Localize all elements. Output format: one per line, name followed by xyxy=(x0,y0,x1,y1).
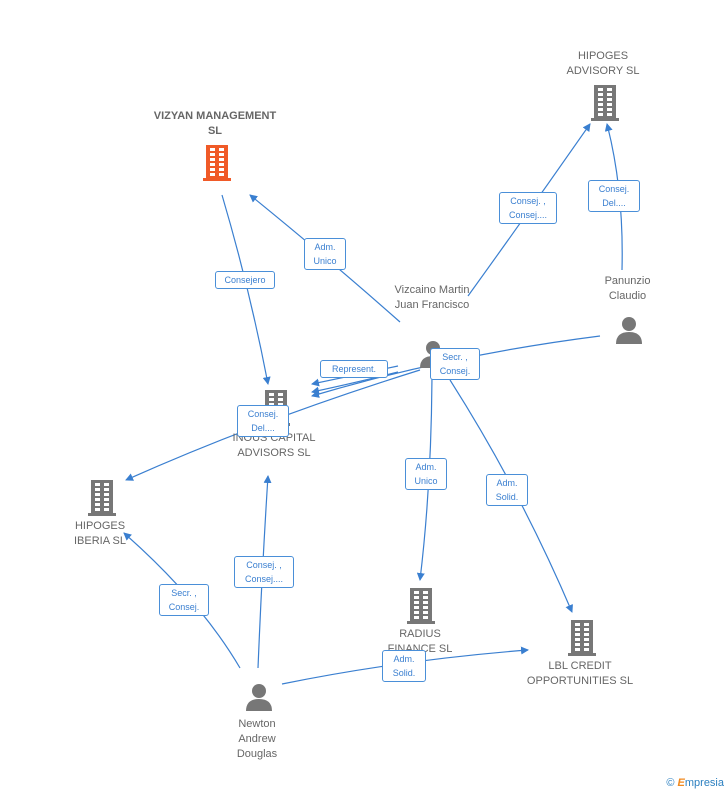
brand-name: mpresia xyxy=(684,777,724,789)
building-icon[interactable] xyxy=(589,85,621,126)
node-label-hipoges-iberia[interactable]: HIPOGES IBERIA SL xyxy=(74,520,126,547)
edge-label-vizcaino-hipoges-iberia[interactable]: Consej. Del.... xyxy=(237,405,289,437)
node-label-vizyan[interactable]: VIZYAN MANAGEMENT SL xyxy=(153,110,277,137)
building-icon[interactable] xyxy=(201,145,233,186)
node-label-lbl[interactable]: LBL CREDIT OPPORTUNITIES SL xyxy=(526,660,634,687)
edge-label-vizcaino-lbl[interactable]: Adm. Solid. xyxy=(486,474,528,506)
node-label-newton[interactable]: Newton Andrew Douglas xyxy=(236,718,278,760)
edge-label-newton-inous[interactable]: Consej. , Consej.... xyxy=(234,556,294,588)
building-icon[interactable] xyxy=(405,588,437,629)
person-icon[interactable] xyxy=(614,316,644,351)
edge-label-vizcaino-inous[interactable]: Represent. xyxy=(320,360,388,378)
brand-logo-e: E xyxy=(677,777,685,789)
node-label-vizcaino[interactable]: Vizcaino Martin Juan Francisco xyxy=(394,284,470,311)
edge-label-newton-hipoges-iberia[interactable]: Secr. , Consej. xyxy=(159,584,209,616)
edge-label-vizyan-inous[interactable]: Consejero xyxy=(215,271,275,289)
person-icon[interactable] xyxy=(244,683,274,718)
edge-label-vizcaino-hipoges-advisory[interactable]: Consej. , Consej.... xyxy=(499,192,557,224)
copyright-icon: © xyxy=(666,777,675,789)
edge-vizyan-inous xyxy=(221,194,271,385)
edge-label-vizcaino-vizyan[interactable]: Adm. Unico xyxy=(304,238,346,270)
edge-label-panunzio-inous[interactable]: Secr. , Consej. xyxy=(430,348,480,380)
edge-label-panunzio-hipoges-advisory[interactable]: Consej. Del.... xyxy=(588,180,640,212)
footer-brand: © Empresia xyxy=(666,777,724,789)
node-label-panunzio[interactable]: Panunzio Claudio xyxy=(604,275,651,302)
building-icon[interactable] xyxy=(86,480,118,521)
node-label-hipoges-advisory[interactable]: HIPOGES ADVISORY SL xyxy=(566,50,640,77)
edge-label-newton-lbl[interactable]: Adm. Solid. xyxy=(382,650,426,682)
building-icon[interactable] xyxy=(566,620,598,661)
edge-label-vizcaino-radius[interactable]: Adm. Unico xyxy=(405,458,447,490)
